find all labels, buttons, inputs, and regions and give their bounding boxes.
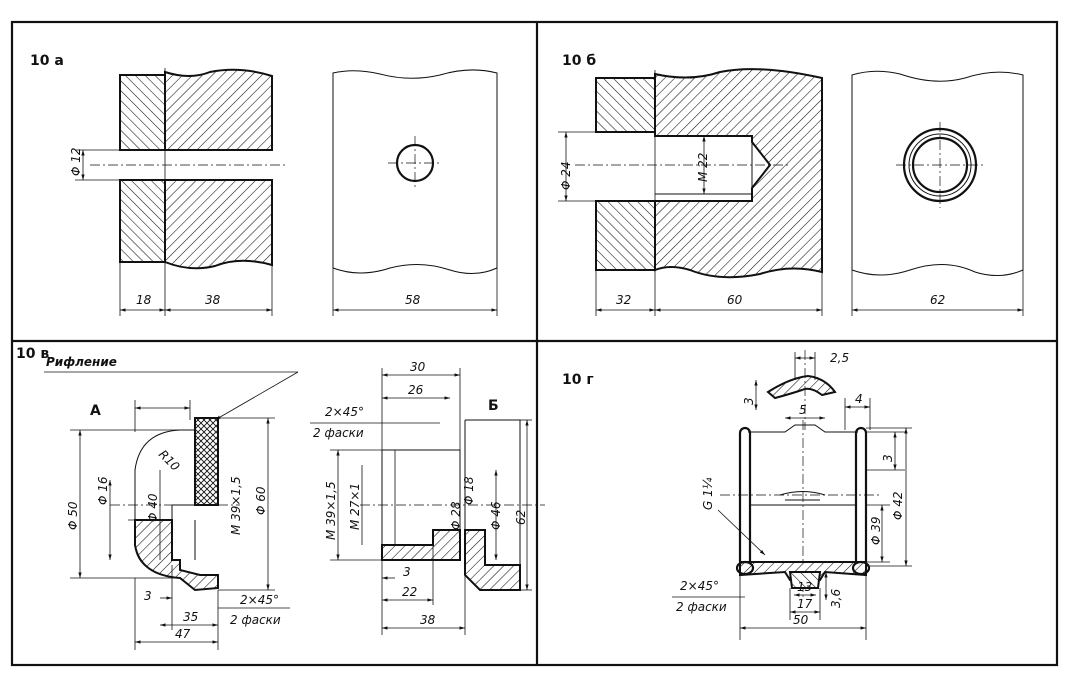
panel-10a: 10 a Φ 12 18 38 58 [30,53,498,316]
dim-3-6: 3,6 [829,589,843,608]
dim-62: 62 [930,293,945,307]
dim-30: 30 [410,360,426,374]
dim-dia-46: Φ 46 [489,501,503,530]
view-b-label: Б [488,398,499,414]
plate-right-section [164,68,273,270]
plate-left-section [119,74,166,263]
dim-18: 18 [136,293,152,307]
dim-dia-42: Φ 42 [891,491,905,520]
dim-50: 50 [793,613,809,627]
dim-62-right: 62 [514,510,528,525]
cap-knurled-ring [194,417,219,506]
panel-10v-title: 10 в [16,346,49,362]
dim-26: 26 [408,383,424,397]
nipple-section [788,571,822,589]
chamfer-right-note: 2 фаски [313,426,364,440]
dim-dia-24: Φ 24 [559,161,573,190]
dim-5: 5 [799,403,807,417]
panel-10b-title: 10 б [562,53,596,69]
sheet-frame [10,20,1059,667]
left-bead [738,426,752,568]
right-bead [854,426,868,568]
view-a-label: A [90,403,101,419]
nut-left-section [595,77,656,271]
dim-47: 47 [175,627,191,641]
chamfer-g-note: 2 фаски [676,600,727,614]
dim-32: 32 [616,293,631,307]
dim-3: 3 [144,589,152,603]
dim-58: 58 [405,293,421,307]
dim-17: 17 [797,597,813,611]
dim-dia-60: Φ 60 [254,486,268,515]
plate-side-view [332,69,498,274]
dim-4: 4 [855,392,863,406]
dim-2-5: 2,5 [830,351,849,365]
panel-10a-title: 10 a [30,53,64,69]
dim-22: 22 [402,585,417,599]
dim-m39-right: M 39×1,5 [324,481,338,540]
knurl-callout: Рифление [46,355,117,369]
dim-m39: M 39×1,5 [229,476,243,535]
dim-m27: M 27×1 [348,483,362,530]
nut-side-view [851,70,1024,276]
dim-dia-39: Φ 39 [869,516,883,545]
dim-3-right: 3 [881,454,895,462]
chamfer-left-note: 2 фаски [230,613,281,627]
dim-38: 38 [205,293,221,307]
panel-10g-title: 10 г [562,372,594,388]
union-section [381,529,521,591]
chamfer-g-size: 2×45° [680,579,719,593]
seam-detail [766,374,837,400]
dim-35: 35 [183,610,198,624]
chamfer-right-size: 2×45° [325,405,364,419]
dim-dia-40: Φ 40 [146,493,160,522]
panel-10g: 10 г 2,5 3 5 4 G 1¼ 3 [562,350,912,640]
dim-dia-12: Φ 12 [69,147,83,176]
thread-g-label: G 1¼ [701,477,715,510]
panel-10b: 10 б Φ 24 M 22 32 60 62 [558,53,1024,316]
dim-m22: M 22 [696,153,710,182]
dim-13: 13 [797,580,812,594]
dim-dia-28: Φ 28 [449,501,463,530]
dim-60: 60 [727,293,743,307]
dim-38-right: 38 [420,613,436,627]
cap-section [134,519,219,592]
chamfer-left-size: 2×45° [240,593,279,607]
dim-dia-16: Φ 16 [96,476,110,505]
dim-3-right: 3 [403,565,411,579]
nut-right-section [654,68,823,279]
dim-dia-50: Φ 50 [66,501,80,530]
dim-dia-18: Φ 18 [462,476,476,505]
dim-3-top: 3 [742,397,756,405]
panel-10v: 10 в Рифление A Б R10 Φ 50 Φ 16 Φ 40 M 3… [16,346,545,650]
